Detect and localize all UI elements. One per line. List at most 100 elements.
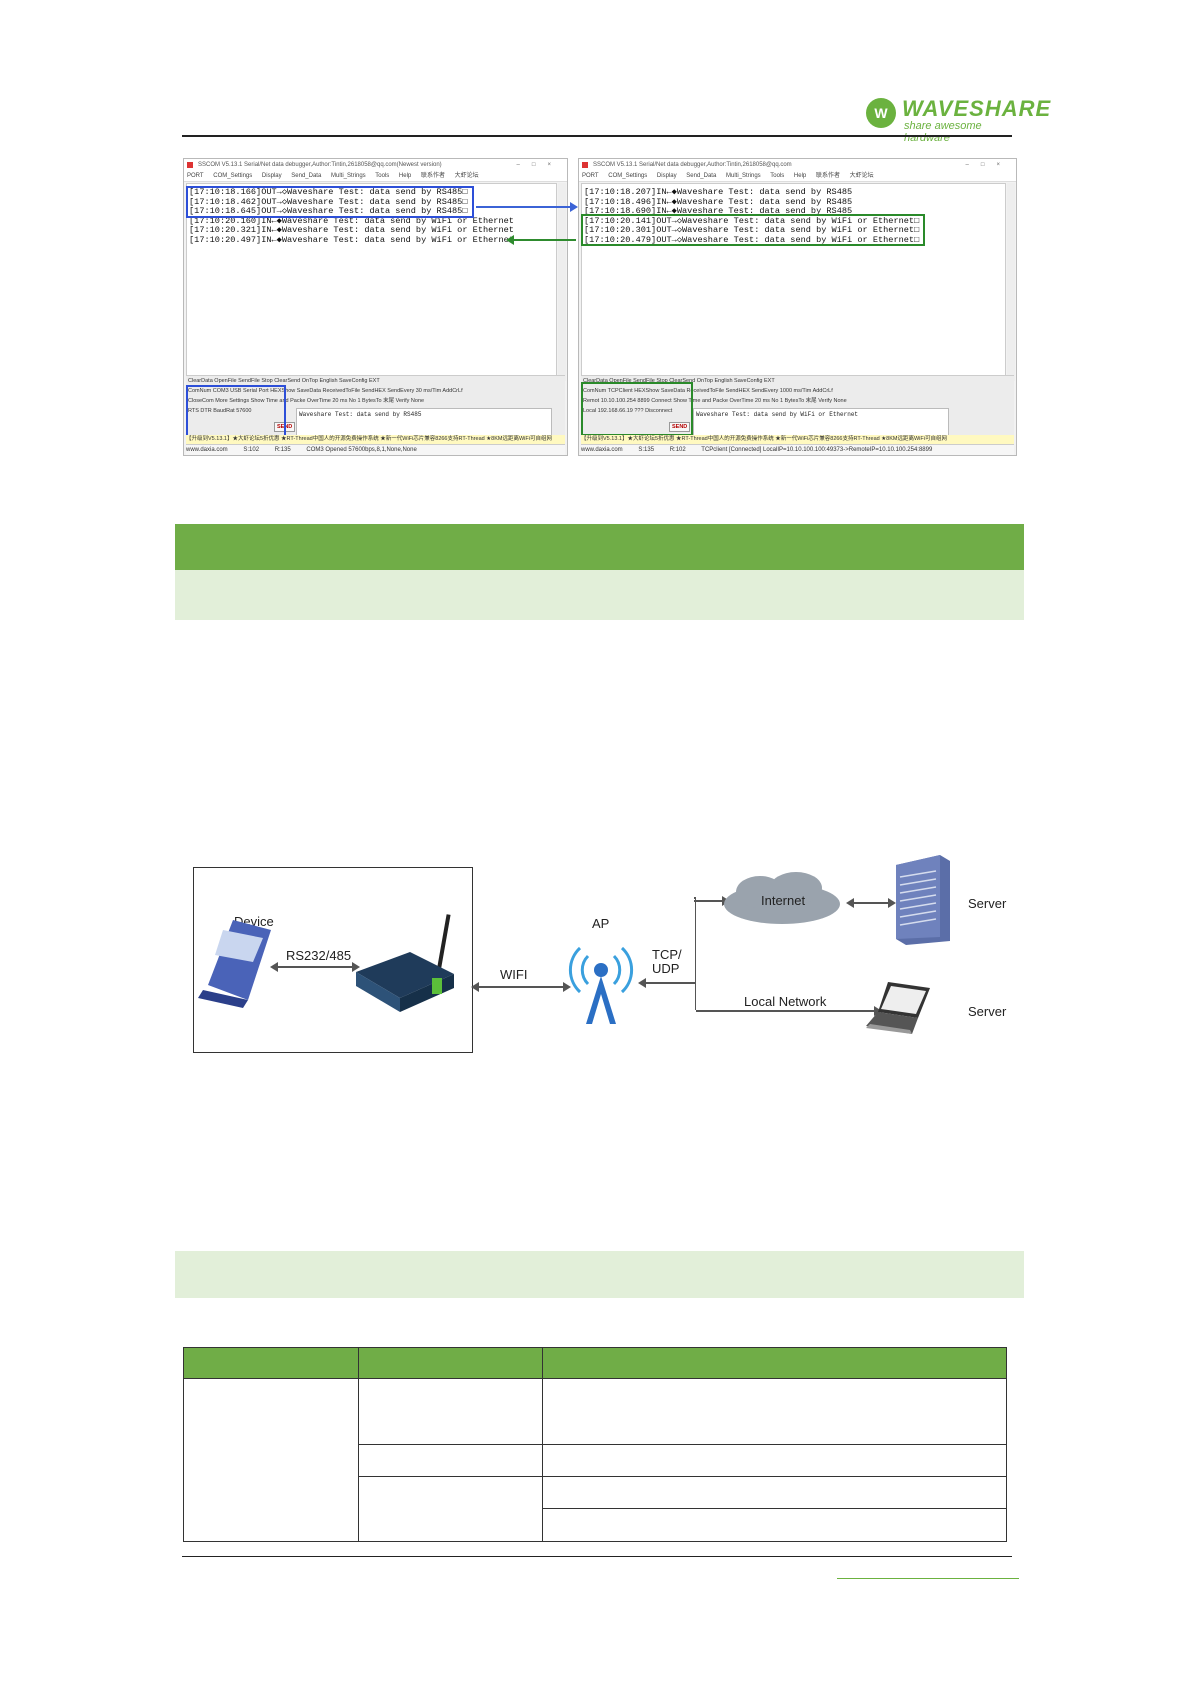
arrow-wifi bbox=[471, 982, 571, 992]
waveshare-logo: W WAVESHARE share awesome hardware bbox=[866, 96, 1050, 144]
arrow-left-green bbox=[506, 235, 576, 245]
control-row-3[interactable]: Remot 10.10.100.254 8899 Connect Show Ti… bbox=[583, 398, 847, 404]
log-line: [17:10:18.207]IN←◆Waveshare Test: data s… bbox=[584, 187, 853, 197]
laptop-icon bbox=[866, 982, 930, 1034]
receive-log[interactable]: [17:10:18.207]IN←◆Waveshare Test: data s… bbox=[581, 183, 1006, 383]
internet-cloud-icon bbox=[724, 872, 840, 924]
out-highlight bbox=[581, 214, 925, 246]
out-highlight bbox=[186, 186, 474, 218]
menu-contact[interactable]: 联系作者 bbox=[815, 173, 840, 179]
menu-com-settings[interactable]: COM_Settings bbox=[213, 173, 253, 179]
menu-tools[interactable]: Tools bbox=[770, 173, 785, 179]
status-site[interactable]: www.daxia.com bbox=[581, 447, 623, 453]
log-line: [17:10:18.462]OUT→◇Waveshare Test: data … bbox=[189, 196, 468, 207]
window-controls[interactable]: –□× bbox=[516, 162, 563, 168]
window-title: SSCOM V5.13.1 Serial/Net data debugger,A… bbox=[198, 162, 442, 168]
footer-rule bbox=[182, 1556, 1012, 1557]
log-line: [17:10:20.321]IN←◆Waveshare Test: data s… bbox=[189, 225, 514, 235]
ad-bar[interactable]: 【升级到V5.13.1】★大虾论坛5折优惠 ★RT-Thread中国人的开源免费… bbox=[581, 435, 1014, 444]
log-line: [17:10:20.141]OUT→◇Waveshare Test: data … bbox=[584, 215, 920, 226]
menu-forum[interactable]: 大虾论坛 bbox=[849, 173, 874, 179]
sscom-window-left: SSCOM V5.13.1 Serial/Net data debugger,A… bbox=[183, 158, 568, 456]
arrow-right-blue bbox=[476, 202, 578, 212]
port-highlight bbox=[186, 385, 286, 437]
log-line: [17:10:20.160]IN←◆Waveshare Test: data s… bbox=[189, 215, 514, 226]
status-site[interactable]: www.daxia.com bbox=[186, 447, 228, 453]
menu-display[interactable]: Display bbox=[261, 173, 282, 179]
menu-port[interactable]: PORT bbox=[582, 173, 599, 179]
connector-lines bbox=[638, 897, 696, 1010]
menu-forum[interactable]: 大虾论坛 bbox=[454, 173, 479, 179]
log-line: [17:10:18.690]IN←◆Waveshare Test: data s… bbox=[584, 206, 853, 216]
control-row-4[interactable]: RTS DTR BaudRat 57600 bbox=[188, 408, 252, 414]
menu-multi-strings[interactable]: Multi_Strings bbox=[330, 173, 366, 179]
ap-label: AP bbox=[592, 916, 610, 931]
section-subheading-band bbox=[175, 570, 1024, 620]
table-row-divider bbox=[358, 1476, 1006, 1477]
table-header-row bbox=[184, 1348, 1006, 1378]
vertical-scrollbar[interactable] bbox=[1007, 183, 1015, 381]
status-sent: S:135 bbox=[638, 447, 655, 453]
handheld-device-icon bbox=[198, 920, 271, 1008]
control-row-1[interactable]: ClearData OpenFile SendFile Stop ClearSe… bbox=[583, 378, 775, 384]
arrow-cloud-server bbox=[846, 898, 896, 908]
control-row-2[interactable]: ComNum COM3 USB Serial Port HEXShow Save… bbox=[188, 388, 463, 394]
vertical-scrollbar[interactable] bbox=[558, 183, 566, 381]
menu-send-data[interactable]: Send_Data bbox=[291, 173, 322, 179]
status-received: R:102 bbox=[669, 447, 686, 453]
server-label-local: Server bbox=[968, 1004, 1007, 1019]
send-textbox[interactable]: Waveshare Test: data send by WiFi or Eth… bbox=[693, 408, 949, 436]
access-point-icon bbox=[568, 946, 634, 1024]
status-port: COM3 Opened 57600bps,8,1,None,None bbox=[306, 447, 417, 453]
log-line: [17:10:18.166]OUT→◇Waveshare Test: data … bbox=[189, 187, 468, 197]
data-table bbox=[183, 1347, 1007, 1542]
window-titlebar: SSCOM V5.13.1 Serial/Net data debugger,A… bbox=[579, 159, 1016, 171]
menu-contact[interactable]: 联系作者 bbox=[420, 173, 445, 179]
brand-tagline: share awesome hardware bbox=[904, 120, 982, 144]
table-row-divider bbox=[358, 1444, 1006, 1445]
control-row-4[interactable]: Local 192.168.66.19 ??? Disconnect bbox=[583, 408, 673, 414]
menu-tools[interactable]: Tools bbox=[375, 173, 390, 179]
control-row-3[interactable]: CloseCom More Settings Show Time and Pac… bbox=[188, 398, 425, 404]
log-line: [17:10:20.497]IN←◆Waveshare Test: data s… bbox=[189, 234, 514, 245]
status-connection: TCPclient [Connected] LocalIP=10.10.100.… bbox=[701, 447, 933, 453]
menu-bar: PORT COM_Settings Display Send_Data Mult… bbox=[184, 171, 567, 182]
menu-bar: PORT COM_Settings Display Send_Data Mult… bbox=[579, 171, 1016, 182]
menu-help[interactable]: Help bbox=[398, 173, 412, 179]
control-row-2[interactable]: ComNum TCPClient HEXShow SaveData Receiv… bbox=[583, 388, 833, 394]
local-network-label: Local Network bbox=[744, 994, 827, 1009]
log-line: [17:10:18.496]IN←◆Waveshare Test: data s… bbox=[584, 196, 853, 207]
section-heading-band bbox=[175, 524, 1024, 570]
menu-multi-strings[interactable]: Multi_Strings bbox=[725, 173, 761, 179]
app-icon bbox=[187, 162, 193, 168]
log-line: [17:10:20.301]OUT→◇Waveshare Test: data … bbox=[584, 225, 920, 235]
ad-bar[interactable]: 【升级到V5.13.1】★大虾论坛5折优惠 ★RT-Thread中国人的开源免费… bbox=[186, 435, 565, 444]
header-rule bbox=[182, 135, 1012, 137]
control-row-1[interactable]: ClearData OpenFile SendFile Stop ClearSe… bbox=[188, 378, 380, 384]
app-icon bbox=[582, 162, 588, 168]
section-subheading-band-2 bbox=[175, 1251, 1024, 1298]
arrow-rs bbox=[270, 962, 360, 972]
server-label-internet: Server bbox=[968, 896, 1007, 911]
menu-com-settings[interactable]: COM_Settings bbox=[608, 173, 648, 179]
menu-send-data[interactable]: Send_Data bbox=[686, 173, 717, 179]
window-titlebar: SSCOM V5.13.1 Serial/Net data debugger,A… bbox=[184, 159, 567, 171]
sscom-window-right: SSCOM V5.13.1 Serial/Net data debugger,A… bbox=[578, 158, 1017, 456]
menu-help[interactable]: Help bbox=[793, 173, 807, 179]
table-row-divider bbox=[184, 1378, 1006, 1379]
window-controls[interactable]: –□× bbox=[965, 162, 1012, 168]
send-textbox[interactable]: Waveshare Test: data send by RS485 bbox=[296, 408, 552, 436]
control-panel: ClearData OpenFile SendFile Stop ClearSe… bbox=[581, 375, 1014, 436]
window-title: SSCOM V5.13.1 Serial/Net data debugger,A… bbox=[593, 162, 792, 168]
server-icon bbox=[896, 855, 950, 945]
waveshare-logo-icon: W bbox=[866, 98, 896, 128]
menu-port[interactable]: PORT bbox=[187, 173, 204, 179]
footer-link-underline[interactable] bbox=[837, 1578, 1019, 1579]
menu-display[interactable]: Display bbox=[656, 173, 677, 179]
status-received: R:135 bbox=[274, 447, 291, 453]
control-panel: ClearData OpenFile SendFile Stop ClearSe… bbox=[186, 375, 565, 436]
send-button[interactable]: SEND bbox=[669, 422, 691, 432]
log-line: [17:10:20.479]OUT→◇Waveshare Test: data … bbox=[584, 234, 920, 245]
table-row-divider bbox=[542, 1508, 1006, 1509]
log-line: [17:10:18.645]OUT→◇Waveshare Test: data … bbox=[189, 206, 468, 216]
